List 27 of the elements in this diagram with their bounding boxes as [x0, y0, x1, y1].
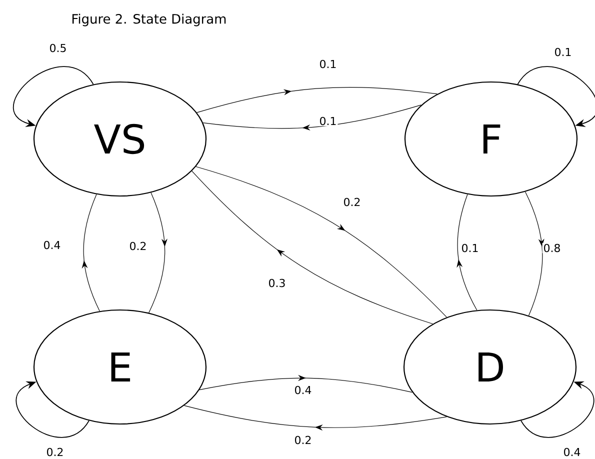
- arrow: [16, 381, 90, 438]
- arrow: [202, 104, 422, 130]
- edge-label: 0.2: [293, 434, 313, 446]
- edge-label: 0.1: [318, 116, 338, 126]
- arrow: [82, 194, 100, 312]
- edge-label: 0.2: [342, 196, 362, 208]
- edge-label: 0.1: [460, 242, 480, 254]
- arrow: [148, 192, 168, 314]
- arrow: [520, 381, 594, 438]
- edge-label: 0.4: [562, 446, 582, 458]
- arrow: [525, 192, 544, 316]
- arrow: [184, 405, 447, 431]
- figure-title: Figure 2. State Diagram: [72, 14, 226, 26]
- arrow: [517, 66, 595, 127]
- arrow: [13, 66, 94, 127]
- arrow: [196, 87, 438, 113]
- edge-label: 0.2: [45, 446, 65, 458]
- arrow: [199, 374, 413, 393]
- edge-label: 0.5: [48, 42, 68, 54]
- edge-label: 0.3: [267, 278, 287, 288]
- edge-label: 0.1: [318, 58, 338, 70]
- edge-label: 0.1: [553, 46, 573, 58]
- edge-label: 0.8: [542, 242, 562, 254]
- edge-label: 0.4: [293, 384, 313, 396]
- edge-label: 0.2: [128, 240, 148, 252]
- edge-label: 0.4: [42, 240, 62, 250]
- arrow: [456, 194, 478, 310]
